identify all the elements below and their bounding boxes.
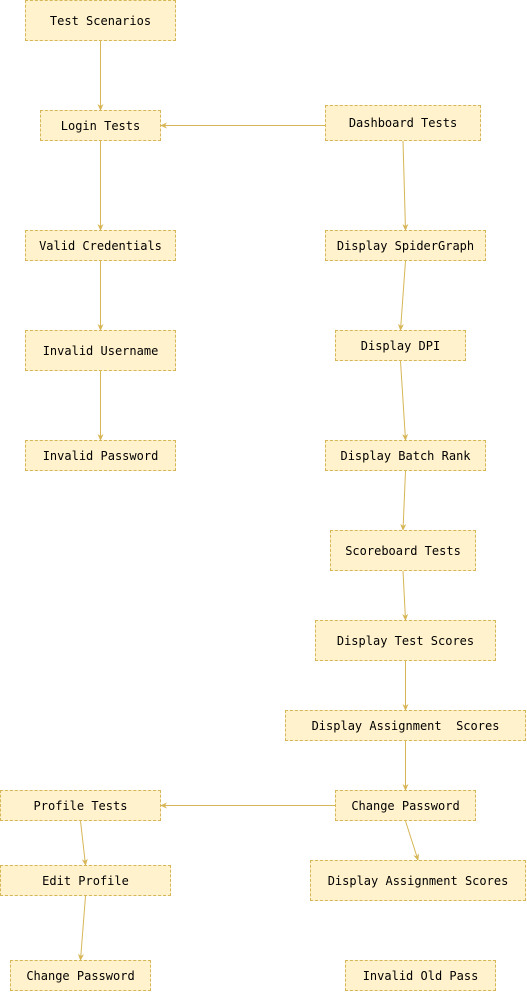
- edge-display-dpi-to-display-batch-rank: [400, 360, 409, 441]
- node-scoreboard-tests[interactable]: Scoreboard Tests: [330, 530, 476, 571]
- edge-display-batch-rank-to-scoreboard-tests: [400, 470, 407, 531]
- edge-edit-profile-to-change-password-left: [77, 895, 86, 961]
- node-display-assignment-scores-upper[interactable]: Display Assignment Scores: [285, 710, 526, 741]
- edge-profile-tests-to-edit-profile: [80, 820, 88, 866]
- node-test-scenarios[interactable]: Test Scenarios: [25, 0, 176, 41]
- node-display-batch-rank[interactable]: Display Batch Rank: [325, 440, 486, 471]
- node-change-password-left[interactable]: Change Password: [10, 960, 151, 991]
- node-display-spidergraph[interactable]: Display SpiderGraph: [325, 230, 486, 261]
- edge-display-spidergraph-to-display-dpi: [397, 260, 406, 331]
- node-display-assignment-scores-lower[interactable]: Display Assignment Scores: [310, 860, 526, 901]
- node-display-test-scores[interactable]: Display Test Scores: [315, 620, 496, 661]
- node-profile-tests[interactable]: Profile Tests: [0, 790, 161, 821]
- edge-scoreboard-tests-to-display-test-scores: [402, 570, 409, 621]
- edge-dashboard-tests-to-display-spidergraph: [402, 140, 409, 231]
- node-invalid-old-pass[interactable]: Invalid Old Pass: [345, 960, 496, 991]
- node-dashboard-tests[interactable]: Dashboard Tests: [325, 105, 481, 141]
- node-display-dpi[interactable]: Display DPI: [335, 330, 466, 361]
- node-change-password-right[interactable]: Change Password: [335, 790, 476, 821]
- node-valid-credentials[interactable]: Valid Credentials: [25, 230, 176, 261]
- node-invalid-password[interactable]: Invalid Password: [25, 440, 176, 471]
- node-invalid-username[interactable]: Invalid Username: [25, 330, 176, 371]
- node-edit-profile[interactable]: Edit Profile: [0, 865, 171, 896]
- node-login-tests[interactable]: Login Tests: [40, 110, 161, 141]
- edge-change-password-right-to-display-assignment-scores-2: [405, 820, 420, 861]
